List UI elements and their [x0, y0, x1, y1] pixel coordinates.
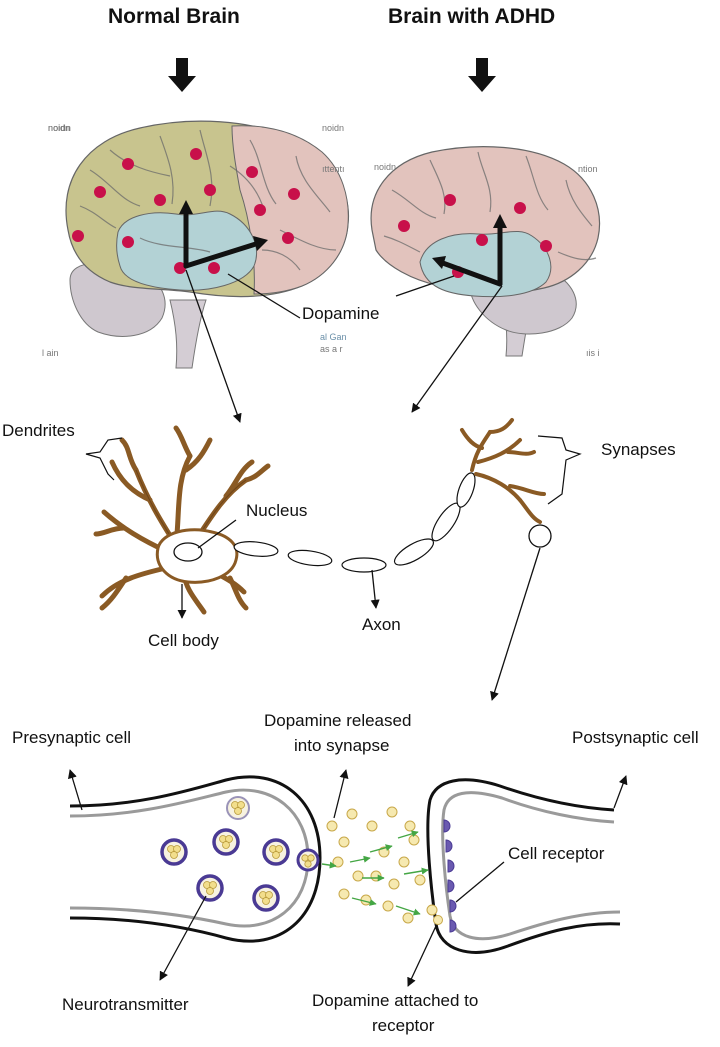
- receptors: [433, 819, 457, 933]
- label-postsynaptic-cell: Postsynaptic cell: [572, 728, 699, 747]
- postsynaptic-outer: [426, 778, 621, 954]
- dopamine-pointer-adhd: [395, 275, 455, 297]
- dopamine-attached-arrow: [407, 925, 437, 987]
- label-dopamine-released-1: Dopamine released: [264, 711, 412, 730]
- axon-myelin: [233, 472, 476, 573]
- dendrites-bracket: [85, 437, 123, 481]
- nucleus: [173, 542, 203, 562]
- label-dopamine: Dopamine: [302, 304, 380, 323]
- label-dopamine-attached-1: Dopamine attached to: [312, 991, 479, 1010]
- cell-receptor-pointer: [455, 861, 505, 903]
- label-cell-receptor: Cell receptor: [508, 844, 605, 863]
- faint-adhd-2: ntion: [578, 164, 598, 174]
- label-presynaptic-cell: Presynaptic cell: [12, 728, 132, 747]
- label-dopamine-attached-2: receptor: [372, 1016, 435, 1035]
- title-normal-brain: Normal Brain: [108, 5, 240, 28]
- down-arrow-normal-icon: [168, 58, 196, 92]
- label-axon: Axon: [362, 615, 401, 634]
- faint-left-1: noidn: [48, 123, 70, 133]
- label-neurotransmitter: Neurotransmitter: [62, 995, 189, 1014]
- faint-adhd-3: ıis i: [586, 348, 600, 358]
- presynaptic-arrow: [67, 769, 83, 811]
- label-nucleus: Nucleus: [246, 501, 308, 520]
- synapse-circle: [528, 524, 552, 548]
- arrow-normal-to-neuron: [185, 269, 242, 423]
- faint-right-4: as a r: [320, 344, 343, 354]
- normal-brain: [65, 120, 350, 369]
- synapse-to-detail-arrow: [490, 547, 541, 701]
- arrow-adhd-to-neuron: [411, 285, 503, 413]
- adhd-brain: [370, 146, 601, 357]
- dopamine-pointer-normal: [227, 273, 301, 319]
- faint-right-2: ıttentı: [322, 164, 345, 174]
- vesicles: [160, 796, 320, 912]
- label-synapses: Synapses: [601, 440, 676, 459]
- postsynaptic-inner: [441, 791, 621, 941]
- faint-left-2: l ain: [42, 348, 59, 358]
- label-dendrites: Dendrites: [2, 421, 75, 440]
- dopamine-released-arrow: [333, 769, 349, 819]
- synapses-bracket: [537, 435, 582, 505]
- faint-right-3: al Gan: [320, 332, 347, 342]
- title-adhd-brain: Brain with ADHD: [388, 5, 556, 28]
- label-cell-body: Cell body: [148, 631, 219, 650]
- label-dopamine-released-2: into synapse: [294, 736, 390, 755]
- brainstem: [169, 299, 207, 369]
- postsynaptic-arrow: [613, 775, 628, 809]
- neuron: [93, 418, 552, 615]
- green-arrows: [321, 830, 429, 916]
- dopamine-molecules: [326, 806, 438, 924]
- vesicle: [226, 796, 250, 820]
- down-arrow-adhd-icon: [468, 58, 496, 92]
- nucleus-pointer: [197, 519, 237, 549]
- faint-text: noidn: [48, 123, 71, 133]
- faint-adhd-1: noidn: [374, 162, 396, 172]
- faint-right-1: noidn: [322, 123, 344, 133]
- neurotransmitter-arrow: [159, 895, 207, 981]
- axon-arrow: [370, 569, 380, 609]
- dopamine-dots-normal: [72, 148, 300, 274]
